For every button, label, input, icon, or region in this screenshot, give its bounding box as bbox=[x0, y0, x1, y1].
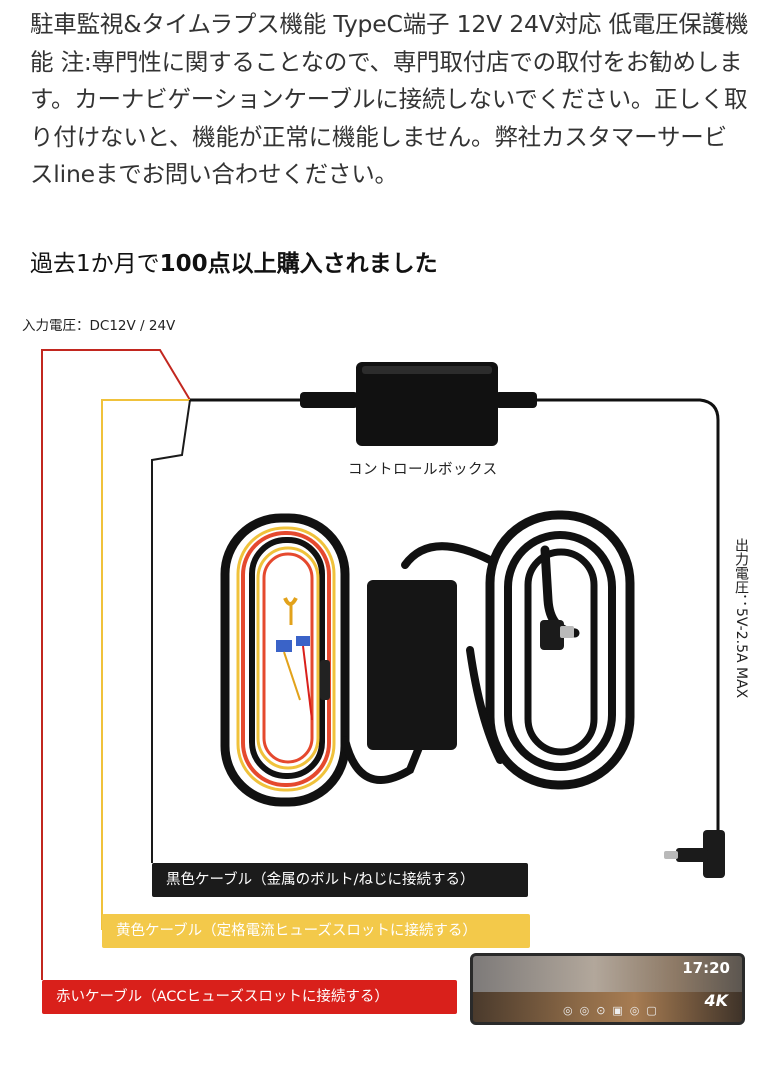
mirror-clock: 17:20 bbox=[682, 959, 730, 977]
control-box-icon bbox=[300, 362, 537, 446]
mirror-scene-sky bbox=[473, 956, 742, 992]
control-box-label: コントロールボックス bbox=[348, 462, 498, 478]
black-wire-guide bbox=[151, 399, 191, 863]
yellow-wire-guide bbox=[101, 399, 190, 930]
purchase-prefix: 過去1か月で bbox=[30, 251, 160, 277]
cable-coil-icon bbox=[220, 510, 635, 807]
product-description: 駐車監視&タイムラプス機能 TypeC端子 12V 24V対応 低電圧保護機能 … bbox=[30, 10, 749, 188]
wiring-diagram: 入力電圧：DC12V / 24V コントロールボックス 出力電圧：5V-2.5A… bbox=[0, 300, 773, 1080]
inline-power-box bbox=[367, 580, 457, 750]
output-voltage-label: 出力電圧：5V-2.5A MAX bbox=[733, 538, 749, 699]
mirror-dashcam-icon: 17:20 4K ◎◎⊙▣◎▢ bbox=[470, 953, 745, 1025]
black-cable-label: 黒色ケーブル（金属のボルト/ねじに接続する） bbox=[152, 863, 528, 897]
red-cable-label: 赤いケーブル（ACCヒューズスロットに接続する） bbox=[42, 980, 457, 1014]
purchase-count: 過去1か月で100点以上購入されました bbox=[30, 247, 438, 281]
usb-c-connector-icon bbox=[540, 620, 574, 650]
wiring-diagram-svg bbox=[41, 349, 725, 980]
red-wire-guide bbox=[41, 349, 191, 680]
purchase-highlight: 100点以上購入されました bbox=[159, 251, 438, 277]
mirror-control-icons: ◎◎⊙▣◎▢ bbox=[563, 1004, 664, 1017]
yellow-cable-label: 黄色ケーブル（定格電流ヒューズスロットに接続する） bbox=[102, 914, 530, 948]
fuse-tap-icon bbox=[276, 597, 330, 721]
usb-c-connector-icon bbox=[664, 830, 725, 878]
mirror-scene-road bbox=[473, 992, 742, 1022]
input-voltage-label: 入力電圧：DC12V / 24V bbox=[22, 318, 176, 334]
mirror-4k-badge: 4K bbox=[704, 991, 728, 1010]
